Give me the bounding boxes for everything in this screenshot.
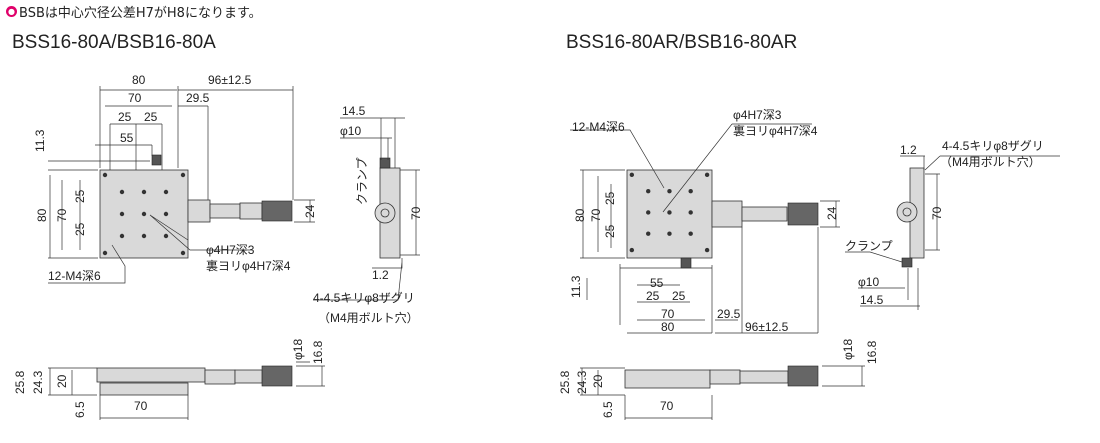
- mounting-hole: [163, 189, 169, 195]
- dim-20: 20: [591, 374, 605, 388]
- mounting-hole: [688, 210, 693, 215]
- mounting-hole: [667, 231, 672, 236]
- mounting-hole: [163, 233, 169, 239]
- dim-55: 55: [120, 131, 134, 145]
- dim-29-5: 29.5: [186, 91, 210, 105]
- counterbore-note-2: （M4用ボルト穴）: [318, 310, 419, 325]
- dim-25: 25: [672, 289, 686, 303]
- dim-70-v: 70: [55, 208, 69, 222]
- mounting-hole: [629, 247, 635, 253]
- hole-note: φ4H7深3: [733, 108, 782, 122]
- dim-6-5: 6.5: [73, 401, 87, 418]
- mounting-hole: [141, 189, 147, 195]
- dim-70-v: 70: [930, 206, 944, 220]
- mounting-hole: [646, 231, 651, 236]
- counterbore-note: 4-4.5キリφ8ザグリ: [313, 291, 415, 305]
- mounting-hole: [119, 189, 125, 195]
- right-front-view: φ18 16.8 25.8 24.3 20 6.5 70: [558, 339, 879, 420]
- dim-80: 80: [132, 73, 146, 87]
- notice-text: BSBは中心穴径公差H7がH8になります。: [19, 6, 262, 21]
- dim-70: 70: [661, 307, 675, 321]
- mounting-hole: [163, 211, 169, 217]
- dim-70: 70: [660, 399, 674, 413]
- dim-25-8: 25.8: [13, 370, 27, 394]
- counterbore-note: 4-4.5キリφ8ザグリ: [942, 139, 1044, 153]
- mounting-hole: [667, 189, 672, 194]
- dim-25: 25: [646, 289, 660, 303]
- dim-24-3: 24.3: [575, 370, 589, 394]
- dim-80-v: 80: [35, 208, 49, 222]
- left-side-view: 14.5 φ10 クランプ 70 1.2 4-4.5キリφ8ザグリ （M4用ボル…: [313, 104, 423, 325]
- mounting-hole: [704, 247, 710, 253]
- mounting-hole: [688, 189, 693, 194]
- dim-25-v: 25: [73, 222, 87, 236]
- dim-11-3: 11.3: [569, 275, 583, 298]
- dim-24: 24: [825, 206, 839, 220]
- mounting-hole: [119, 211, 125, 217]
- clamp-label: クランプ: [845, 239, 893, 253]
- mounting-hole: [629, 172, 635, 178]
- mounting-hole: [102, 172, 108, 178]
- left-title: BSS16-80A/BSB16-80A: [12, 32, 216, 53]
- left-top-view: 80 96±12.5 70 29.5 25 25 55 11.3 80 70 2…: [33, 73, 317, 284]
- hole-note: φ4H7深3: [206, 243, 255, 257]
- dim-25-v: 25: [603, 224, 617, 238]
- dim-14-5: 14.5: [860, 293, 884, 307]
- mounting-hole: [667, 210, 672, 215]
- dim-stroke: 96±12.5: [745, 320, 789, 334]
- dim-24-3: 24.3: [31, 370, 45, 394]
- dim-70: 70: [134, 399, 148, 413]
- dim-80-v: 80: [573, 208, 587, 222]
- dim-25: 25: [118, 110, 132, 124]
- dim-25-v: 25: [73, 189, 87, 203]
- dim-phi10: φ10: [858, 275, 879, 289]
- dim-phi18: φ18: [841, 339, 855, 360]
- dim-stroke: 96±12.5: [208, 73, 252, 87]
- dim-29-5: 29.5: [717, 307, 741, 321]
- mounting-hole: [102, 250, 108, 256]
- mounting-hole: [180, 250, 186, 256]
- counterbore-note-2: （M4用ボルト穴）: [940, 154, 1041, 169]
- right-title: BSS16-80AR/BSB16-80AR: [566, 32, 798, 53]
- left-front-view: φ18 16.8 25.8 24.3 20 6.5 70: [13, 339, 325, 420]
- dim-25-8: 25.8: [558, 370, 572, 394]
- pin-icon: ●: [6, 6, 17, 17]
- dim-6-5: 6.5: [601, 401, 615, 418]
- dim-70: 70: [128, 91, 142, 105]
- dim-1-2: 1.2: [900, 143, 917, 157]
- tap-note: 12-M4深6: [572, 120, 625, 134]
- dim-24: 24: [303, 204, 317, 218]
- mounting-hole: [141, 233, 147, 239]
- dim-phi10: φ10: [340, 124, 361, 138]
- mounting-hole: [704, 172, 710, 178]
- mounting-hole: [688, 231, 693, 236]
- dim-25: 25: [144, 110, 158, 124]
- dim-11-3: 11.3: [33, 129, 47, 152]
- dim-phi18: φ18: [291, 339, 305, 360]
- dim-70-v: 70: [589, 208, 603, 222]
- dim-16-8: 16.8: [311, 340, 325, 364]
- clamp-label: クランプ: [355, 157, 369, 205]
- dim-70-v: 70: [409, 206, 423, 220]
- dim-25-v: 25: [603, 191, 617, 205]
- micrometer-knob: [261, 200, 293, 222]
- dim-20: 20: [55, 374, 69, 388]
- mounting-hole: [180, 172, 186, 178]
- notice: ●BSBは中心穴径公差H7がH8になります。: [6, 2, 262, 21]
- dim-14-5: 14.5: [342, 104, 366, 118]
- dim-55: 55: [650, 276, 664, 290]
- hole-note-back: 裏ヨリφ4H7深4: [733, 123, 818, 138]
- right-top-view: 12-M4深6 φ4H7深3 裏ヨリφ4H7深4 80 70 25 25 24 …: [569, 108, 840, 334]
- mounting-hole: [119, 233, 125, 239]
- mounting-hole: [141, 211, 147, 217]
- tap-note: 12-M4深6: [48, 269, 101, 283]
- mounting-hole: [646, 210, 651, 215]
- mounting-hole: [646, 189, 651, 194]
- right-side-view: 1.2 4-4.5キリφ8ザグリ （M4用ボルト穴） 70 クランプ φ10 1…: [845, 139, 1060, 310]
- hole-note-back: 裏ヨリφ4H7深4: [206, 258, 291, 273]
- dim-80: 80: [661, 320, 675, 334]
- dim-16-8: 16.8: [865, 340, 879, 364]
- dim-1-2: 1.2: [372, 268, 389, 282]
